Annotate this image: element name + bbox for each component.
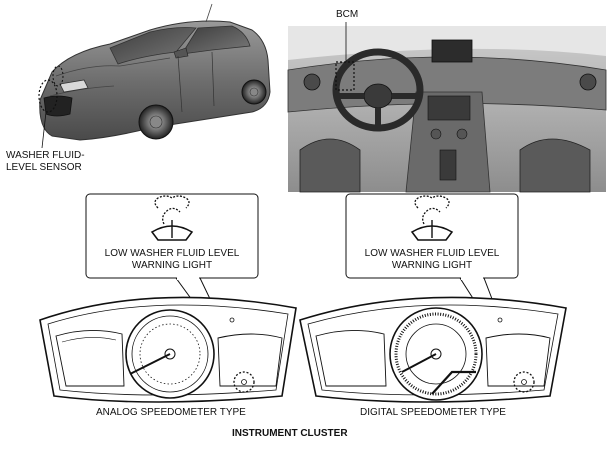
washer-fluid-level-icon — [150, 195, 194, 241]
warning-light-label-right-line2: WARNING LIGHT — [391, 260, 473, 271]
washer-sensor-highlight — [38, 79, 58, 113]
bcm-label: BCM — [336, 9, 359, 20]
diagram-caption: INSTRUMENT CLUSTER — [232, 428, 348, 439]
warning-light-label-right-line1: LOW WASHER FLUID LEVEL — [364, 248, 500, 259]
analog-type-label: ANALOG SPEEDOMETER TYPE — [96, 407, 246, 418]
washer-sensor-label: WASHER FLUID- LEVEL SENSOR — [6, 150, 85, 174]
warning-light-label-left-line2: WARNING LIGHT — [131, 260, 213, 271]
analog-cluster — [39, 296, 297, 403]
digital-type-label: DIGITAL SPEEDOMETER TYPE — [360, 407, 506, 418]
warning-light-label-left: LOW WASHER FLUID LEVEL WARNING LIGHT — [86, 248, 258, 272]
bcm-highlight — [335, 61, 355, 91]
warning-light-label-left-line1: LOW WASHER FLUID LEVEL — [104, 248, 240, 259]
digital-cluster — [299, 296, 567, 403]
interior-illustration — [287, 22, 607, 193]
washer-sensor-label-line1: WASHER FLUID- — [6, 150, 85, 161]
washer-fluid-level-icon — [410, 195, 454, 241]
warning-light-label-right: LOW WASHER FLUID LEVEL WARNING LIGHT — [346, 248, 518, 272]
washer-sensor-label-line2: LEVEL SENSOR — [6, 162, 82, 173]
car-illustration — [38, 3, 271, 149]
